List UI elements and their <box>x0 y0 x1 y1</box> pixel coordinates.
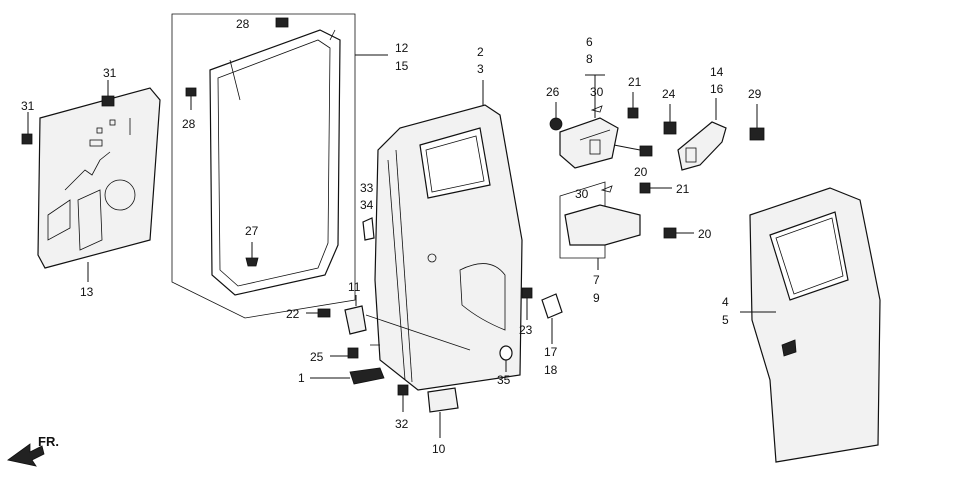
label-16: 16 <box>710 82 724 96</box>
label-30b: 30 <box>575 187 589 201</box>
label-26: 26 <box>546 85 560 99</box>
label-3: 3 <box>477 62 484 76</box>
part-21-bolt-a <box>627 92 639 119</box>
check-link <box>677 98 727 171</box>
label-21b: 21 <box>676 182 690 196</box>
part-32-bolt <box>397 384 409 412</box>
part-30-clip-b <box>600 185 613 193</box>
label-5: 5 <box>722 313 729 327</box>
part-35-plug <box>499 345 513 372</box>
label-28b: 28 <box>182 117 196 131</box>
label-22: 22 <box>286 307 300 321</box>
fr-label: FR. <box>38 434 59 449</box>
part-11-striker <box>344 295 471 351</box>
label-10: 10 <box>432 442 446 456</box>
label-34: 34 <box>360 198 374 212</box>
label-23: 23 <box>519 323 533 337</box>
part-25-bolt <box>330 347 359 359</box>
label-27: 27 <box>245 224 259 238</box>
label-28a: 28 <box>236 17 250 31</box>
label-18: 18 <box>544 363 558 377</box>
part-30-clip-a <box>590 105 603 113</box>
weatherstrip <box>209 29 341 296</box>
door-skin <box>740 187 881 463</box>
clip-28-left <box>185 87 197 110</box>
clip-27 <box>245 242 259 267</box>
label-20a: 20 <box>634 165 648 179</box>
part-23-bolt <box>521 287 533 320</box>
label-29: 29 <box>748 87 762 101</box>
part-1-bracket <box>310 367 385 385</box>
lower-hinge <box>559 181 641 270</box>
label-33: 33 <box>360 181 374 195</box>
front-direction-arrow <box>7 443 45 467</box>
label-17: 17 <box>544 345 558 359</box>
part-33-clip <box>362 217 375 241</box>
label-15: 15 <box>395 59 409 73</box>
part-20-bolt-b <box>663 227 694 239</box>
screw-31-b <box>21 112 33 145</box>
label-32: 32 <box>395 417 409 431</box>
label-21a: 21 <box>628 75 642 89</box>
part-24-bolt <box>663 104 677 135</box>
label-8: 8 <box>586 52 593 66</box>
label-14: 14 <box>710 65 724 79</box>
label-35: 35 <box>497 373 511 387</box>
label-2: 2 <box>477 45 484 59</box>
label-4: 4 <box>722 295 729 309</box>
label-31b: 31 <box>21 99 35 113</box>
part-29-bolt <box>749 104 765 141</box>
weatherstrip-box <box>171 13 356 319</box>
label-12: 12 <box>395 41 409 55</box>
label-20b: 20 <box>698 227 712 241</box>
label-31a: 31 <box>103 66 117 80</box>
label-7: 7 <box>593 273 600 287</box>
upper-hinge <box>559 74 619 169</box>
label-30a: 30 <box>590 85 604 99</box>
label-11: 11 <box>348 280 361 294</box>
label-1: 1 <box>298 371 305 385</box>
part-21-bolt-b <box>639 182 672 194</box>
label-6: 6 <box>586 35 593 49</box>
door-panel <box>370 104 523 391</box>
label-25: 25 <box>310 350 324 364</box>
label-9: 9 <box>593 291 600 305</box>
clip-28-top <box>275 17 289 28</box>
part-22-bolt <box>306 308 331 318</box>
screw-31-a <box>101 80 115 107</box>
door-lining <box>37 87 161 269</box>
label-13: 13 <box>80 285 94 299</box>
part-26-bolt <box>549 102 563 131</box>
part-20-bolt-a <box>613 144 653 157</box>
part-10-hinge-cap <box>427 387 459 438</box>
label-24: 24 <box>662 87 676 101</box>
part-17-cap <box>541 293 563 344</box>
